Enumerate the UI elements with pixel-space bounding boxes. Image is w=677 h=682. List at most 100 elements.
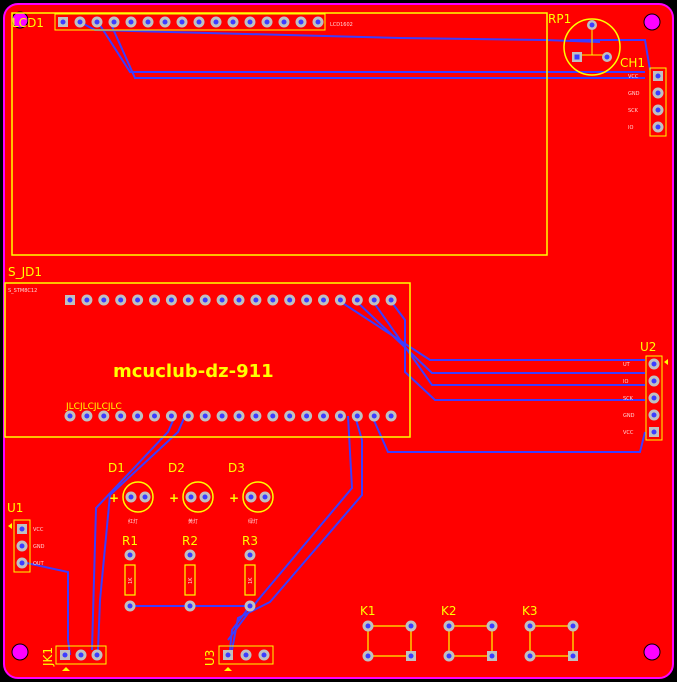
resistor: R3 1K [242, 534, 258, 612]
jk1-ref: JK1 [41, 647, 55, 667]
u3-pin [240, 649, 252, 661]
ch1-pin-label: SCK [628, 108, 639, 114]
ch1-pin [653, 71, 663, 81]
sjd1-top-pin [250, 294, 262, 306]
sjd1-bottom-pin [165, 410, 177, 422]
led-pin [245, 491, 257, 503]
sjd1-top-pin [81, 294, 93, 306]
led-ref: D3 [228, 461, 245, 475]
led-pin [139, 491, 151, 503]
led-label: 红灯 [128, 518, 138, 525]
sjd1-top-pin [318, 294, 329, 306]
resistor-pin [184, 549, 196, 561]
sjd1-ref: S_JD1 [8, 265, 42, 279]
led-label: 黄灯 [188, 518, 198, 525]
mounting-holes [11, 11, 661, 661]
sjd1-top-pin [216, 294, 228, 306]
resistor-pin [244, 549, 256, 561]
lcd1-pin [295, 16, 307, 28]
ch1-pin-label: GND [628, 91, 640, 97]
jk1-pin [60, 650, 70, 660]
u2-pin [648, 358, 660, 370]
u2-pin-label: IO [623, 379, 628, 385]
sjd1-bottom-pin [250, 410, 262, 422]
sjd1-bottom-pin [132, 410, 144, 422]
lcd1-pin [312, 16, 324, 28]
key-switch: K3 [522, 604, 579, 662]
sjd1-bottom-pin [64, 410, 76, 422]
u1-ref: U1 [7, 501, 23, 515]
sjd1-bottom-pin [385, 410, 397, 422]
sjd1-top-pin [301, 294, 313, 306]
resistor-pin [124, 549, 136, 561]
resistor-value: 1K [248, 577, 254, 584]
led-pin [199, 491, 211, 503]
sjd1-bottom-pin [115, 410, 127, 422]
sjd1-top-pin [368, 294, 380, 306]
key-switch: K1 [360, 604, 417, 662]
u1-pin [17, 524, 27, 534]
led-pin [125, 491, 137, 503]
key-ref: K2 [441, 604, 457, 618]
u2-pin [648, 375, 660, 387]
key-ref: K1 [360, 604, 376, 618]
key-pin [486, 620, 498, 632]
key-ref: K3 [522, 604, 538, 618]
traces [21, 21, 651, 656]
lcd1-module: LCD1 LCD1602 [11, 12, 548, 256]
sjd1-top-pin [267, 294, 279, 306]
sjd1-top-pin [132, 294, 144, 306]
lcd1-pin [210, 16, 222, 28]
u3-connector: U3 [203, 645, 274, 671]
ch1-pin [652, 104, 664, 116]
u1-pin [16, 557, 28, 569]
sjd1-top-pin [233, 294, 245, 306]
rp1-potentiometer: RP1 [548, 12, 621, 76]
lcd1-pin [193, 16, 205, 28]
key-pin [362, 650, 374, 662]
sjd1-bottom-pin [81, 410, 93, 422]
led-polarity-mark: + [229, 491, 239, 505]
sjd1-top-pin [149, 294, 160, 306]
key-pin [568, 651, 578, 661]
sjd1-bottom-pin [267, 410, 279, 422]
resistor-value: 1K [188, 577, 194, 584]
lcd1-ref: LCD1 [12, 16, 44, 30]
sjd1-top-pin [334, 294, 346, 306]
lcd1-pin [108, 16, 120, 28]
resistor-ref: R3 [242, 534, 258, 548]
u1-pin [16, 540, 28, 552]
key-pin [443, 650, 455, 662]
u2-pin [649, 427, 659, 437]
sjd1-top-pin [98, 294, 110, 306]
jk1-pin [91, 649, 103, 661]
resistor-pin [244, 600, 256, 612]
led-pin [185, 491, 197, 503]
led: D1+红灯 [108, 461, 154, 525]
key-pin [406, 651, 416, 661]
ch1-pin-label: VCC [628, 74, 639, 80]
lcd1-pin-header [58, 16, 324, 28]
sjd1-top-pin [284, 294, 296, 306]
jk1-connector: JK1 [41, 645, 107, 671]
board-copper [3, 3, 674, 679]
sjd1-mcu-board: S_JD1 S_STM8C12 mcuclub-dz-911 JLCJLCJLC… [4, 265, 411, 438]
u1-pin-label: OUT [33, 561, 45, 567]
u2-ref: U2 [640, 340, 656, 354]
lcd1-pin [244, 16, 256, 28]
u2-pin-label: GND [623, 413, 635, 419]
sjd1-bottom-pin [98, 410, 110, 422]
u3-pin [258, 649, 270, 661]
sjd1-top-pin [385, 294, 397, 306]
u1-pin-label: GND [33, 544, 45, 550]
ch1-ref: CH1 [620, 56, 645, 70]
resistor-ref: R1 [122, 534, 138, 548]
sjd1-bottom-pin [318, 410, 329, 422]
key-pin [567, 620, 579, 632]
key-switch: K2 [441, 604, 498, 662]
sjd1-bottom-pin [199, 410, 211, 422]
